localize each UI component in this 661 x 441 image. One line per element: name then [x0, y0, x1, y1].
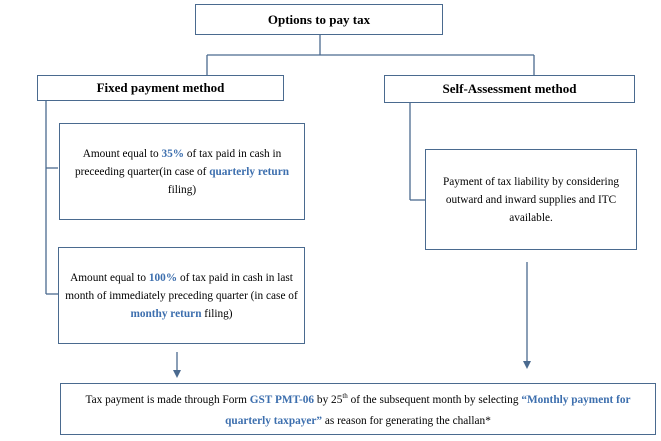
self-assessment-title: Self-Assessment method [442, 81, 577, 96]
fixed-option-100-text: Amount equal to 100% of tax paid in cash… [65, 271, 298, 320]
left-arrow-head [173, 370, 181, 378]
options-title-box: Options to pay tax [195, 4, 443, 35]
fixed-option-35-text: Amount equal to 35% of tax paid in cash … [74, 147, 290, 196]
self-assessment-detail-text: Payment of tax liability by considering … [442, 175, 619, 224]
self-assessment-box: Self-Assessment method [384, 75, 635, 103]
tax-payment-text: Tax payment is made through Form GST PMT… [85, 392, 631, 427]
fixed-option-35-box: Amount equal to 35% of tax paid in cash … [59, 123, 305, 220]
fixed-method-box: Fixed payment method [37, 75, 284, 101]
form-name-highlight: GST PMT-06 [249, 393, 315, 406]
challan-reason-highlight: “Monthly payment for quarterly taxpayer” [225, 393, 631, 427]
right-arrow-head [523, 361, 531, 369]
fixed-option-100-box: Amount equal to 100% of tax paid in cash… [58, 247, 305, 344]
self-assessment-detail-box: Payment of tax liability by considering … [425, 149, 637, 250]
quarterly-return-highlight: quarterly return [209, 165, 290, 178]
percent-100: 100% [148, 271, 178, 284]
percent-35: 35% [161, 147, 185, 160]
options-title: Options to pay tax [267, 11, 371, 27]
fixed-method-title: Fixed payment method [96, 80, 225, 95]
tax-payment-box: Tax payment is made through Form GST PMT… [60, 383, 656, 435]
monthy-return-highlight: monthy return [130, 307, 202, 320]
